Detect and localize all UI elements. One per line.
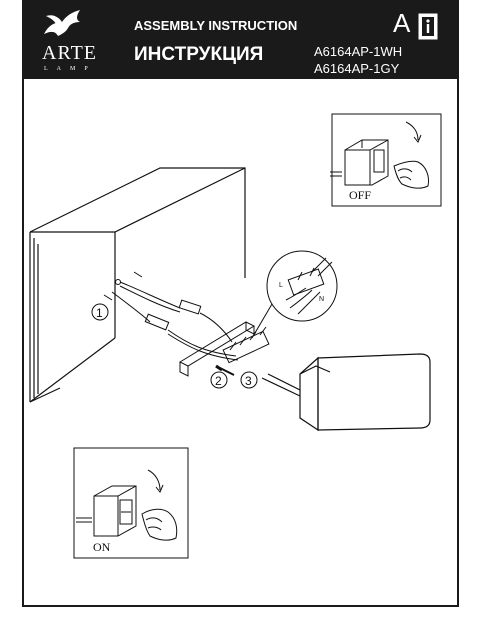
model-code-white: A6164AP-1WH — [314, 44, 403, 59]
switch-on-label: ON — [93, 540, 111, 554]
neutral-wire-label: N — [319, 296, 324, 303]
terminal-zoom-callout — [251, 250, 338, 339]
wall-ceiling-block — [29, 167, 246, 403]
step-2-number: 2 — [215, 374, 222, 388]
title-english: ASSEMBLY INSTRUCTION — [134, 18, 298, 33]
mounting-screws — [103, 271, 235, 376]
brand-logo-subtext: LAMP — [44, 66, 97, 72]
step-markers — [91, 303, 258, 389]
header-bar: ARTE LAMP ASSEMBLY INSTRUCTION ИНСТРУКЦИ… — [22, 0, 459, 79]
switch-off-inset — [330, 113, 442, 207]
brand-logo-text: ARTE — [42, 42, 98, 64]
switch-on-inset — [73, 447, 189, 559]
instruction-frame — [22, 79, 459, 607]
switch-off-label: OFF — [349, 188, 372, 202]
lamp-shade — [261, 353, 431, 432]
supply-wires — [111, 279, 239, 361]
title-russian: ИНСТРУКЦИЯ — [134, 44, 264, 65]
section-letter: A — [393, 8, 411, 38]
step-3-number: 3 — [245, 374, 252, 388]
model-code-grey: A6164AP-1GY — [314, 61, 400, 76]
step-1-number: 1 — [96, 306, 103, 320]
griffin-logo-icon — [44, 10, 80, 36]
live-wire-label: L — [279, 282, 283, 289]
mounting-bracket — [178, 321, 270, 377]
info-book-icon — [418, 13, 438, 40]
